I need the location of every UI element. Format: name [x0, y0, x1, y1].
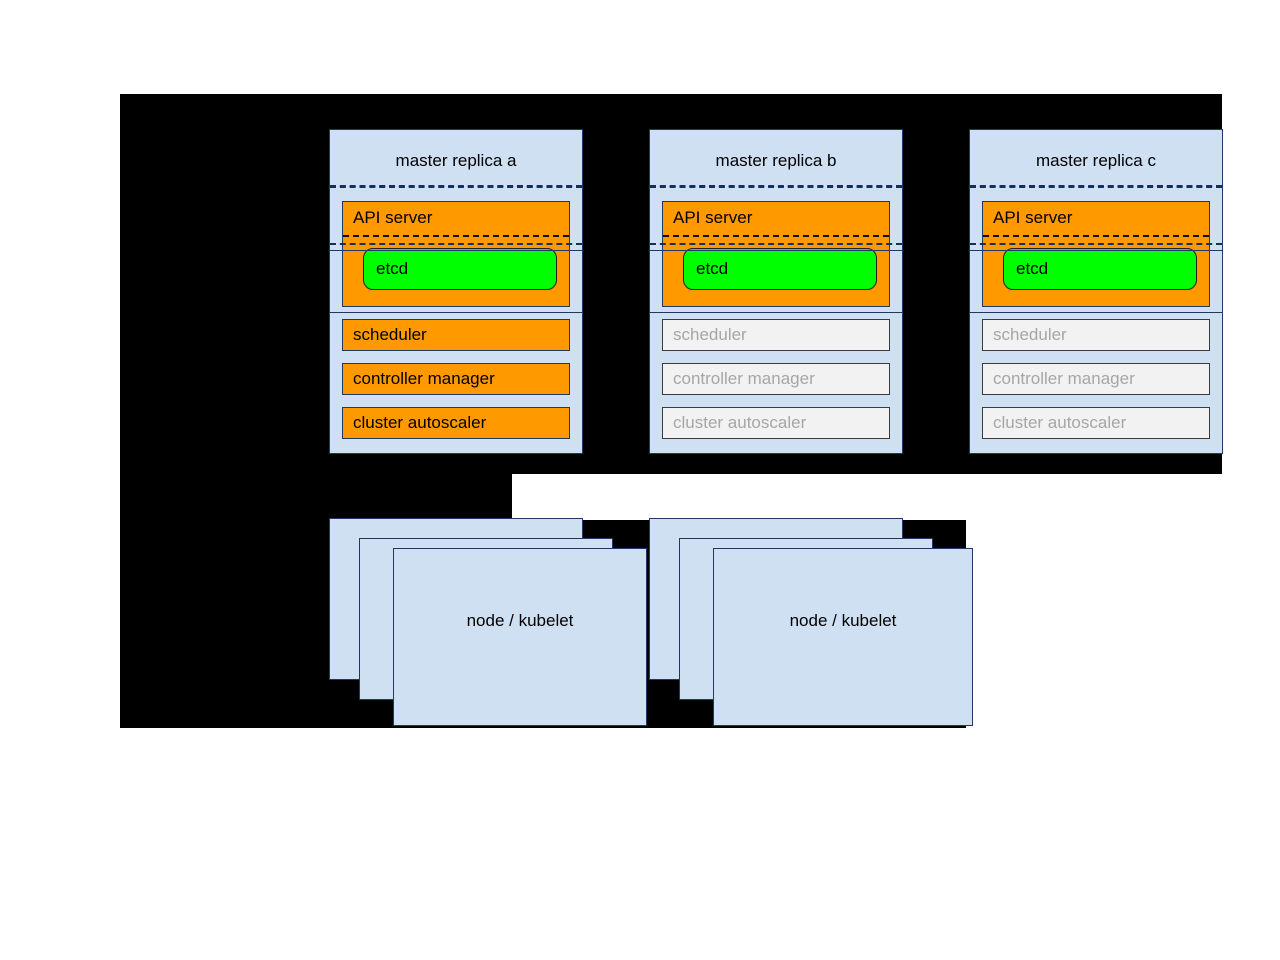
master-replica-title-c: master replica c: [1036, 151, 1156, 170]
etcd-wrapper-a: etcd: [343, 237, 569, 306]
cross-rule-solid-top-c: [970, 250, 1222, 251]
master-replica-body-c: API server etcd scheduler controller man…: [970, 201, 1222, 453]
api-server-label-b: API server: [673, 208, 753, 227]
master-replica-title-a: master replica a: [395, 151, 517, 170]
cross-rule-solid-bot-b: [650, 312, 902, 313]
cross-rule-dash-top-b: [650, 186, 902, 188]
component-scheduler-b[interactable]: scheduler: [662, 319, 890, 351]
api-server-inner-divider-a: [343, 235, 569, 237]
backdrop-middle: [120, 474, 512, 520]
master-replica-body-b: API server etcd scheduler controller man…: [650, 201, 902, 453]
etcd-box-b[interactable]: etcd: [683, 248, 877, 290]
node-stack-1-label: node / kubelet: [466, 611, 574, 630]
component-cluster-autoscaler-a[interactable]: cluster autoscaler: [342, 407, 570, 439]
node-stack-2-label: node / kubelet: [789, 611, 897, 630]
component-controller-manager-a[interactable]: controller manager: [342, 363, 570, 395]
api-server-label-a: API server: [353, 208, 433, 227]
master-replica-card-a[interactable]: master replica a API server etcd schedul…: [329, 129, 583, 454]
component-scheduler-a[interactable]: scheduler: [342, 319, 570, 351]
master-replica-card-b[interactable]: master replica b API server etcd schedul…: [649, 129, 903, 454]
api-server-block-c[interactable]: API server etcd: [982, 201, 1210, 307]
component-cluster-autoscaler-b[interactable]: cluster autoscaler: [662, 407, 890, 439]
cross-rule-solid-top-a: [330, 250, 582, 251]
etcd-box-c[interactable]: etcd: [1003, 248, 1197, 290]
cross-rule-dash-top-a: [330, 186, 582, 188]
cross-rule-dash-bottom-c: [970, 243, 1222, 245]
component-controller-manager-b[interactable]: controller manager: [662, 363, 890, 395]
cross-rule-solid-bot-a: [330, 312, 582, 313]
etcd-wrapper-c: etcd: [983, 237, 1209, 306]
cross-rule-solid-top-b: [650, 250, 902, 251]
node-stack-2-card-front[interactable]: node / kubelet: [713, 548, 973, 726]
etcd-box-a[interactable]: etcd: [363, 248, 557, 290]
api-server-block-b[interactable]: API server etcd: [662, 201, 890, 307]
api-server-block-a[interactable]: API server etcd: [342, 201, 570, 307]
component-controller-manager-c[interactable]: controller manager: [982, 363, 1210, 395]
cross-rule-dash-bottom-b: [650, 243, 902, 245]
api-server-inner-divider-c: [983, 235, 1209, 237]
cross-rule-dash-bottom-a: [330, 243, 582, 245]
component-cluster-autoscaler-c[interactable]: cluster autoscaler: [982, 407, 1210, 439]
node-stack-1-card-front[interactable]: node / kubelet: [393, 548, 647, 726]
api-server-label-c: API server: [993, 208, 1073, 227]
master-replica-body-a: API server etcd scheduler controller man…: [330, 201, 582, 453]
cross-rule-solid-bot-c: [970, 312, 1222, 313]
master-replica-title-b: master replica b: [715, 151, 837, 170]
master-replica-card-c[interactable]: master replica c API server etcd schedul…: [969, 129, 1223, 454]
api-server-inner-divider-b: [663, 235, 889, 237]
etcd-wrapper-b: etcd: [663, 237, 889, 306]
cross-rule-dash-top-c: [970, 186, 1222, 188]
component-scheduler-c[interactable]: scheduler: [982, 319, 1210, 351]
